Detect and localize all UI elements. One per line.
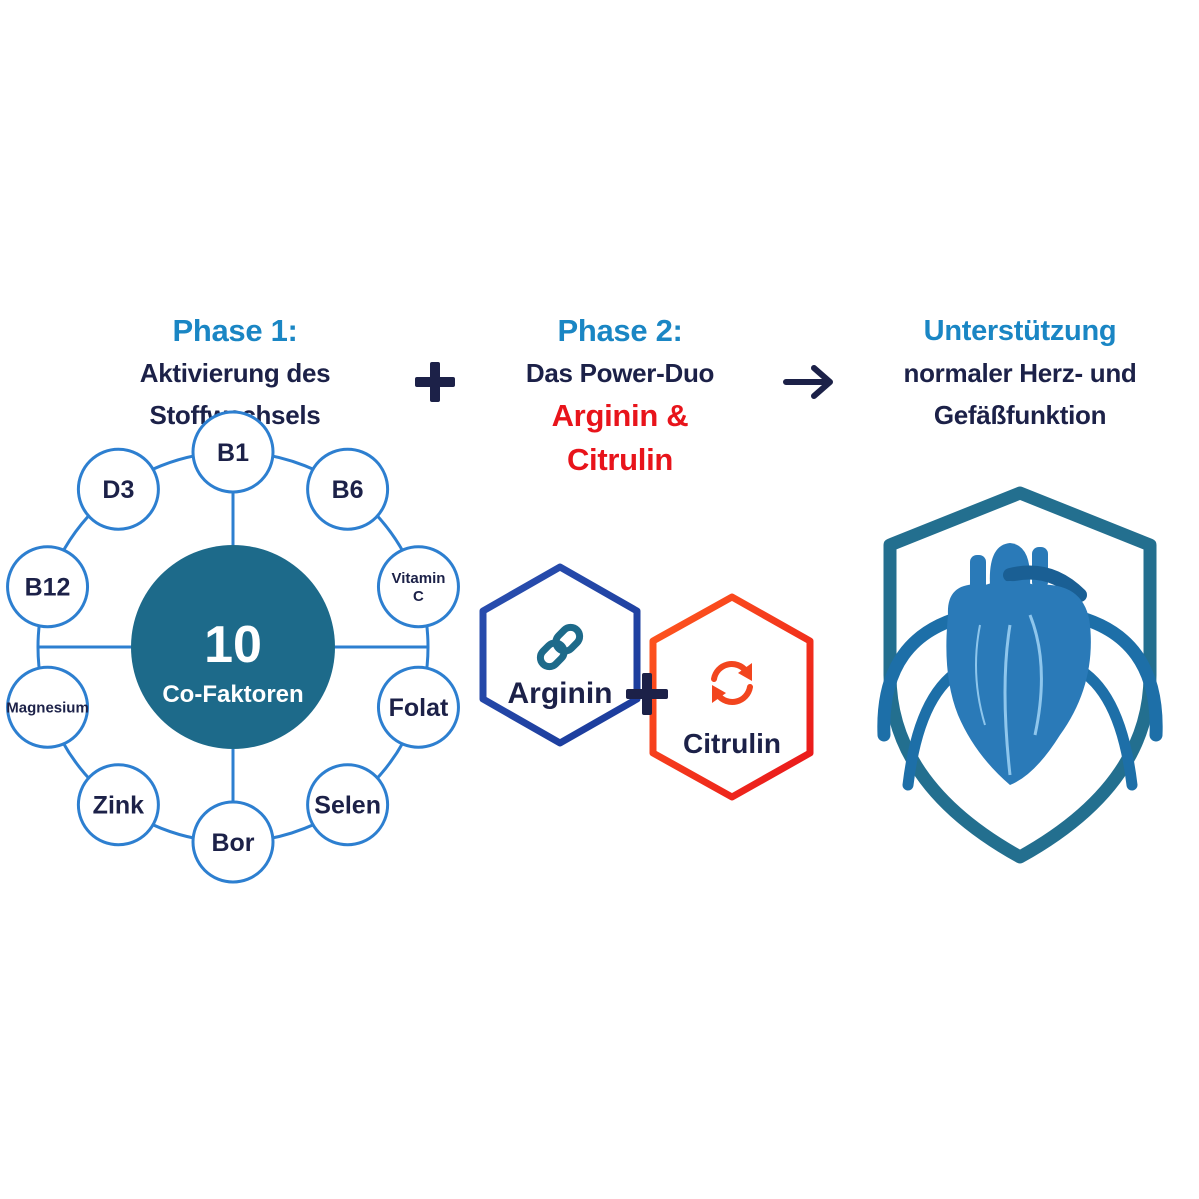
result-header: Unterstützung normaler Herz- und Gefäßfu… [840, 310, 1199, 436]
cofactor-node: Bor [191, 800, 275, 884]
chain-link-icon [536, 623, 584, 671]
hex-citrulin [649, 593, 814, 801]
cofactor-node-label: B12 [25, 573, 71, 601]
phase1-label: Phase 1: [172, 313, 298, 348]
cofactor-node-circle [191, 800, 275, 884]
arrow-right-icon [783, 365, 833, 399]
result-title: Unterstützung [923, 315, 1117, 347]
phase2-label: Phase 2: [557, 313, 683, 348]
cofactor-node-label: Vitamin [392, 570, 446, 587]
phase2-desc: Das Power-Duo [525, 358, 715, 388]
power-duo-graphic: Arginin Citrulin [479, 563, 814, 801]
center-disc [131, 545, 335, 749]
cofactor-node-label: Folat [389, 694, 449, 722]
cofactor-node-circle [306, 447, 390, 531]
hex-citrulin-label: Citrulin [683, 728, 781, 759]
duo-plus-icon [626, 673, 668, 715]
hex-arginin-label: Arginin [508, 677, 613, 710]
cofactor-node-label: B1 [217, 439, 249, 467]
cofactor-node: Zink [76, 763, 160, 847]
phase1-desc-line1: Aktivierung des [139, 358, 331, 388]
phase2-accent-line2: Citrulin [566, 442, 674, 477]
shield-outline [883, 486, 1157, 864]
cofactor-node-circle [376, 545, 460, 629]
cofactor-node: Selen [306, 763, 390, 847]
cofactor-node-circle [191, 410, 275, 494]
cofactor-node: B6 [306, 447, 390, 531]
cofactor-node-circle [306, 763, 390, 847]
cofactor-node-circle [6, 545, 90, 629]
cofactor-node: Folat [376, 665, 460, 749]
cofactor-node: B1 [191, 410, 275, 494]
cofactor-node: Magnesium [6, 665, 90, 749]
cofactor-node-label: Selen [314, 792, 381, 820]
phase2-header: Phase 2: Das Power-Duo Arginin & Citruli… [440, 310, 800, 482]
cofactor-node: B12 [6, 545, 90, 629]
result-line2: Gefäßfunktion [933, 400, 1107, 430]
cofactor-node-circle [376, 665, 460, 749]
cofactor-node-circle [76, 447, 160, 531]
plus-icon [415, 362, 455, 402]
cycle-arrows-icon [711, 661, 753, 705]
cofactor-node-circle [76, 763, 160, 847]
cofactor-node-label: Magnesium [6, 700, 89, 717]
cofactor-node-label: D3 [102, 476, 134, 504]
cofactor-node: D3 [76, 447, 160, 531]
heart-shield-icon [877, 486, 1163, 864]
center-label: Co-Faktoren [162, 681, 303, 708]
center-number: 10 [204, 616, 262, 674]
cofactor-node-label: C [413, 588, 424, 605]
phase2-accent-line1: Arginin & [551, 398, 689, 433]
cofactor-node-label: B6 [332, 476, 364, 504]
heart-body [946, 581, 1091, 785]
cofactor-node-label: Bor [211, 829, 254, 857]
result-line1: normaler Herz- und [903, 358, 1137, 388]
phase1-header: Phase 1: Aktivierung des Stoffwechsels [60, 310, 410, 436]
cofactor-node-label: Zink [93, 792, 144, 820]
cofactor-node-circle [6, 665, 90, 749]
